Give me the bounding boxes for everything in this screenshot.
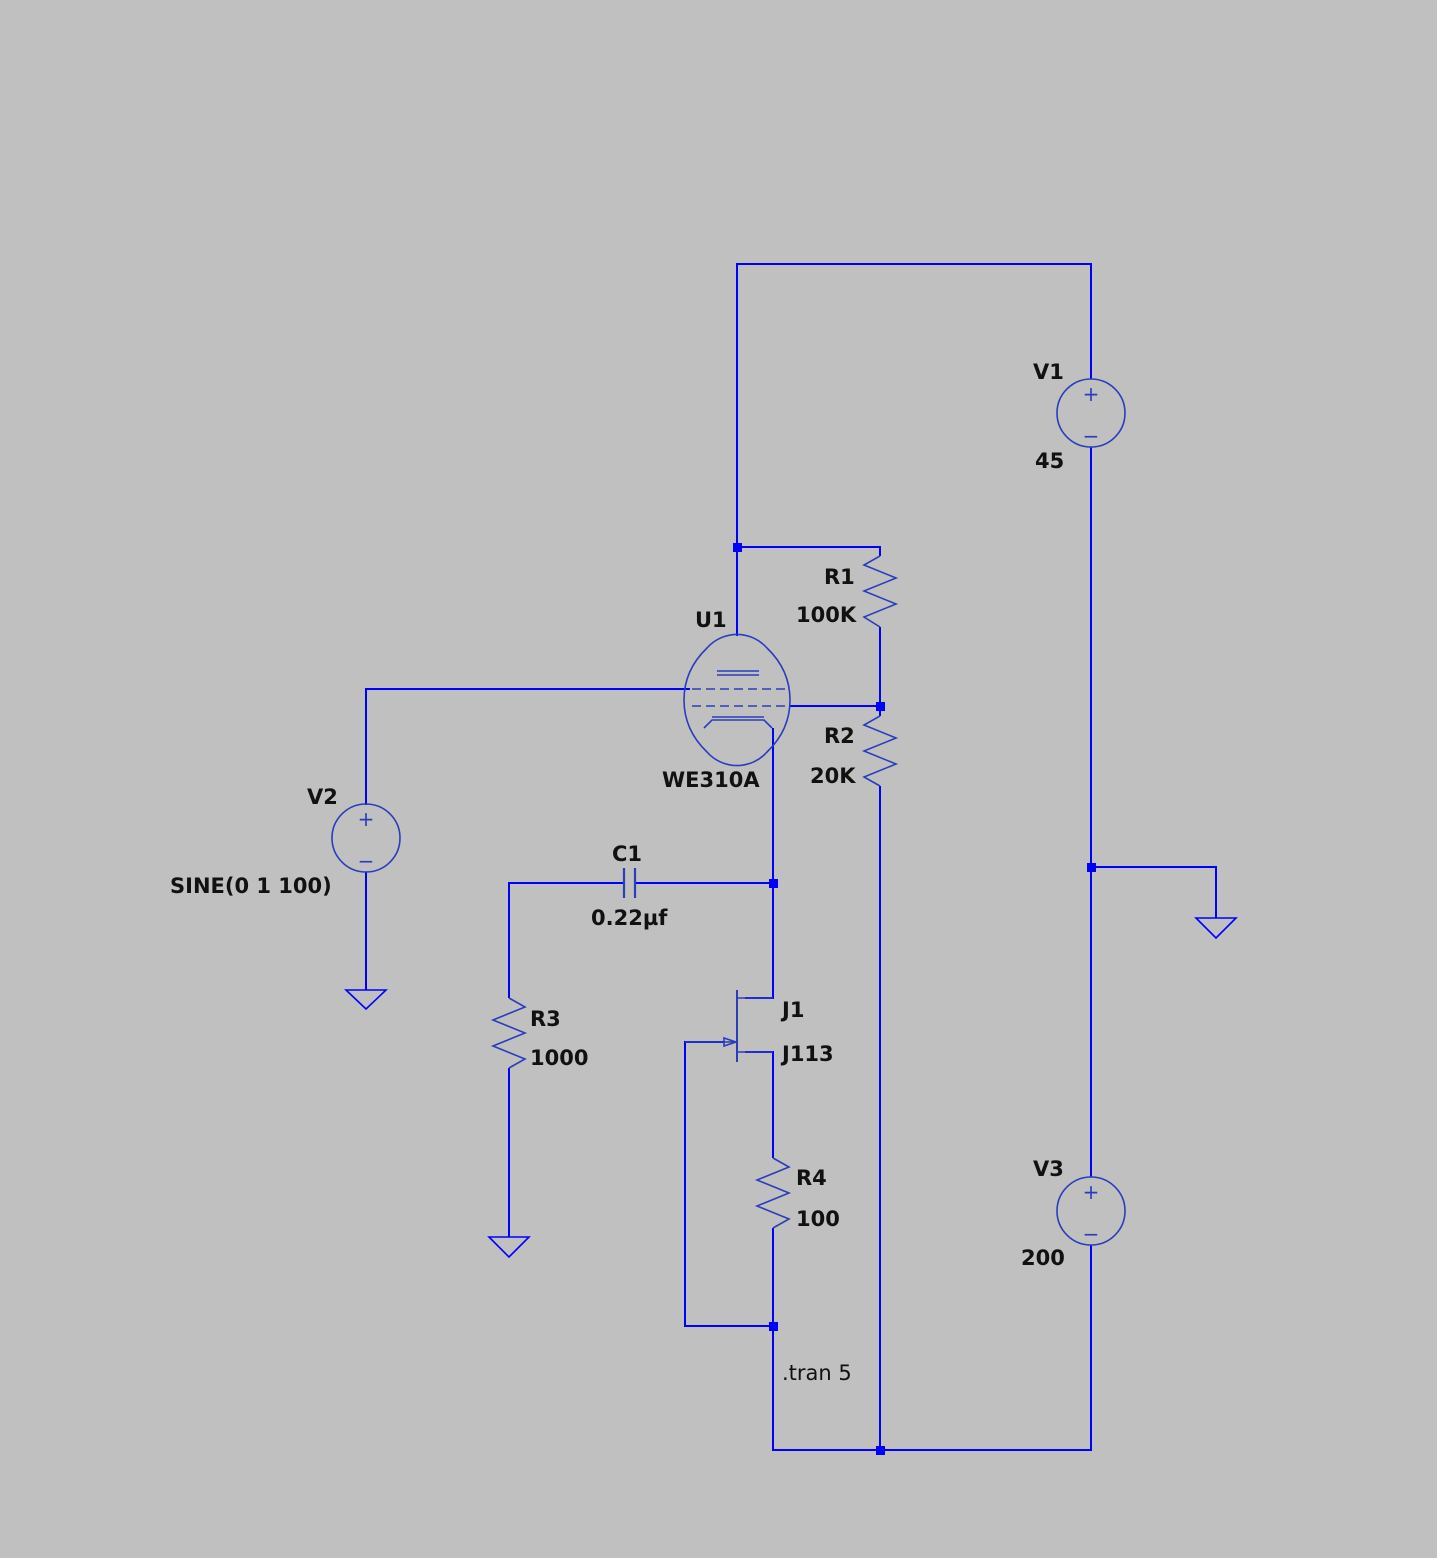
v2-ref-label: V2 (307, 785, 338, 809)
wire-r1-top[interactable] (737, 546, 881, 556)
junction-dot (769, 1322, 778, 1331)
minus-sign: − (1083, 424, 1100, 448)
wire-c1-left[interactable] (508, 882, 623, 998)
capacitor-c1[interactable]: C1 0.22µf (591, 842, 668, 930)
junction-dot (769, 879, 778, 888)
r2-ref-label: R2 (824, 724, 855, 748)
v3-ref-label: V3 (1033, 1157, 1064, 1181)
resistor-r4[interactable]: R4 100 (754, 1157, 840, 1231)
c1-value-label: 0.22µf (591, 906, 668, 930)
plus-sign: + (358, 807, 375, 831)
r4-ref-label: R4 (796, 1166, 827, 1190)
wires (365, 263, 1217, 1451)
c1-ref-label: C1 (612, 842, 642, 866)
source-circle (1056, 378, 1126, 448)
r1-ref-label: R1 (824, 565, 855, 589)
ground-icon[interactable] (1194, 917, 1238, 940)
wire-gate-loop[interactable] (684, 1041, 773, 1327)
v2-value-label: SINE(0 1 100) (170, 874, 332, 898)
r3-value-label: 1000 (530, 1046, 588, 1070)
r3-ref-label: R3 (530, 1007, 561, 1031)
junction-dot (733, 543, 742, 552)
ground-icon[interactable] (487, 1236, 531, 1259)
resistor-zigzag (490, 997, 528, 1069)
resistor-zigzag (861, 715, 899, 787)
ground-icon[interactable] (343, 989, 389, 1011)
spice-directive[interactable]: .tran 5 (782, 1361, 852, 1385)
voltage-source-v3[interactable]: + − V3 200 (1021, 1157, 1126, 1270)
wire-top-supply[interactable] (736, 263, 1092, 636)
resistor-r3[interactable]: R3 1000 (490, 997, 588, 1070)
junction-dot (1087, 863, 1096, 872)
resistor-r1[interactable]: R1 100K (796, 555, 899, 628)
jfet-gate-arrow (723, 1036, 739, 1048)
j1-ref-label: J1 (780, 998, 804, 1022)
voltage-source-v2[interactable]: + − V2 SINE(0 1 100) (170, 785, 401, 898)
plus-sign: + (1083, 382, 1100, 406)
resistor-r2[interactable]: R2 20K (810, 715, 899, 788)
resistor-zigzag (861, 555, 899, 628)
jfet-j1[interactable]: J1 J113 (685, 990, 834, 1066)
source-circle (1056, 1176, 1126, 1246)
minus-sign: − (1083, 1222, 1100, 1246)
wire-source-r4[interactable] (745, 1051, 774, 1158)
junctions (733, 543, 1096, 1455)
wire-bottom-return[interactable] (772, 1228, 1092, 1451)
voltage-source-v1[interactable]: + − V1 45 (1033, 360, 1126, 473)
v1-value-label: 45 (1035, 449, 1064, 473)
u1-value-label: WE310A (662, 768, 760, 792)
source-circle (331, 803, 401, 873)
wire-control-grid[interactable] (365, 688, 690, 805)
v3-value-label: 200 (1021, 1246, 1065, 1270)
tube-cathode (703, 719, 773, 729)
r4-value-label: 100 (796, 1207, 840, 1231)
r1-value-label: 100K (796, 603, 857, 627)
plus-sign: + (1083, 1180, 1100, 1204)
vacuum-tube-u1[interactable]: U1 WE310A (662, 608, 791, 792)
v1-ref-label: V1 (1033, 360, 1064, 384)
resistor-zigzag (754, 1157, 792, 1229)
wire-right-ground-tap[interactable] (1091, 866, 1217, 918)
r2-value-label: 20K (810, 764, 856, 788)
tube-envelope (683, 633, 791, 767)
j1-value-label: J113 (780, 1042, 834, 1066)
minus-sign: − (358, 849, 375, 873)
junction-dot (876, 1446, 885, 1455)
junction-dot (876, 702, 885, 711)
grounds (343, 917, 1238, 1259)
u1-ref-label: U1 (695, 608, 727, 632)
